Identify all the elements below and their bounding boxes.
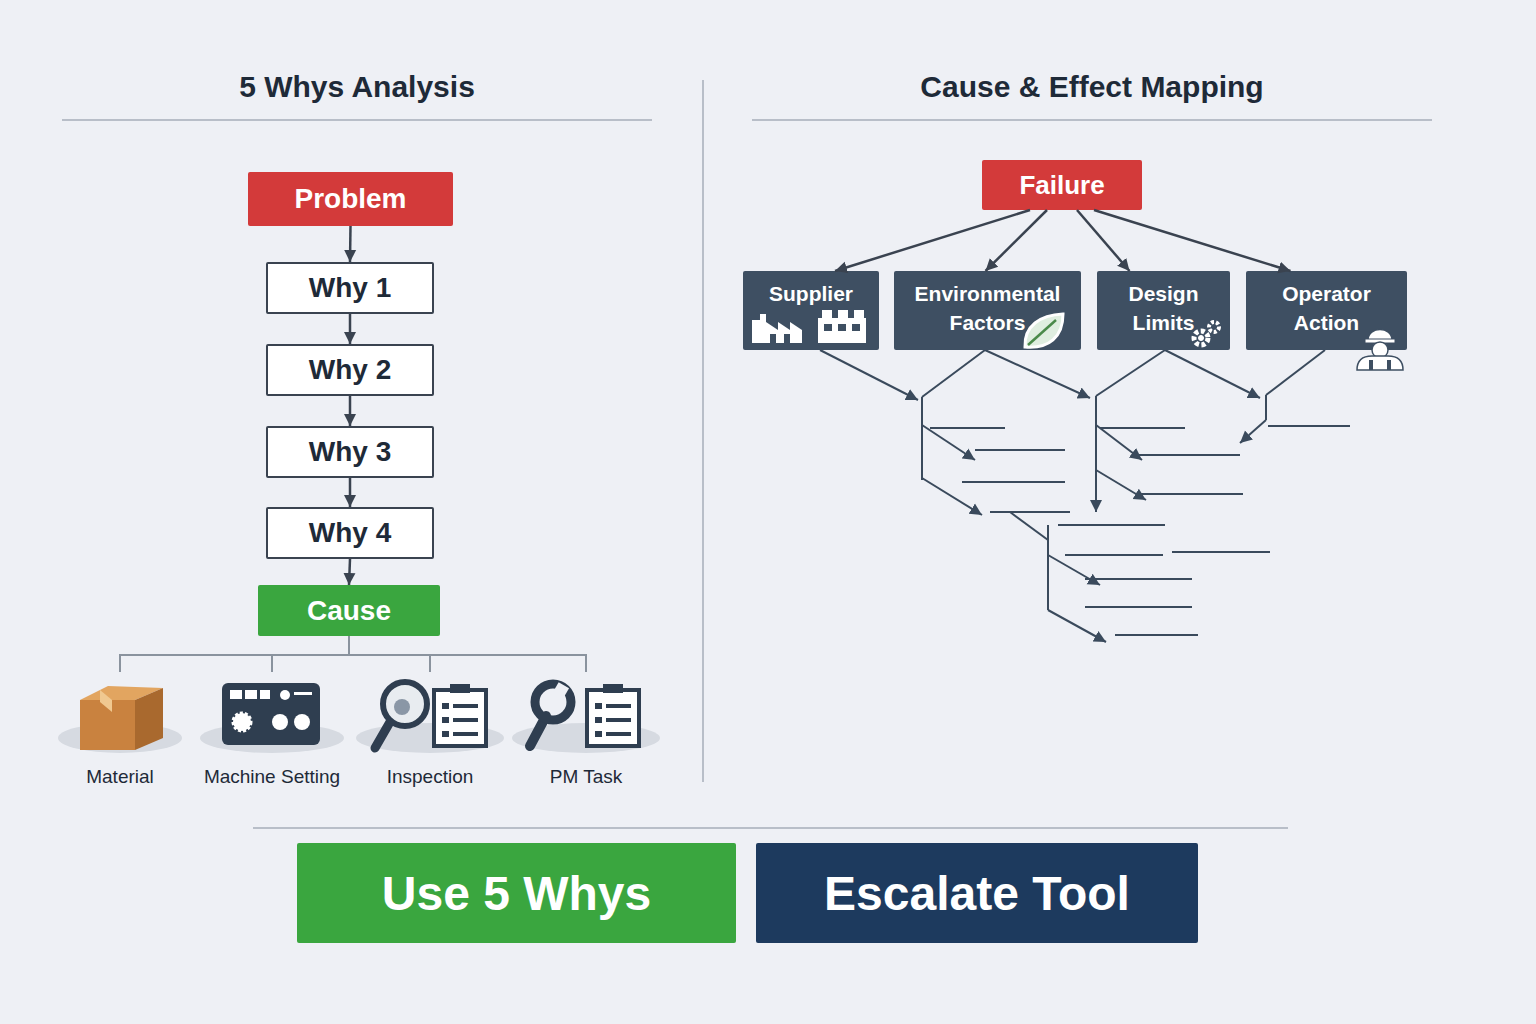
node-text: Machine Setting (204, 766, 340, 788)
box-icon (80, 686, 163, 750)
why-box: Why 1 (266, 262, 434, 314)
heading-rule (752, 119, 1432, 121)
category-box: Operator Action (1246, 271, 1407, 350)
category-box: Supplier (743, 271, 879, 350)
connector (349, 559, 350, 585)
cause-tree-lines (820, 350, 1350, 642)
connector (349, 314, 352, 344)
cause-category: Inspection (355, 672, 505, 792)
cause-box: Cause (258, 585, 440, 636)
problem-box: Problem (248, 172, 453, 226)
connector (1077, 210, 1130, 271)
heading-rule (62, 119, 652, 121)
text-group: Material (86, 766, 154, 788)
node-text: Environmental Factors (900, 279, 1075, 337)
node-text: Failure (1019, 170, 1104, 201)
factory-icon (752, 310, 866, 343)
text-group: PM Task (550, 766, 623, 788)
connector (349, 636, 430, 672)
leaf-icon (1025, 314, 1063, 347)
node-text: Supplier (769, 279, 853, 308)
node-text: Problem (294, 183, 406, 215)
node-text: Why 3 (309, 436, 391, 468)
cause-category: Material (60, 672, 180, 792)
section-heading: Cause & Effect Mapping (752, 70, 1432, 104)
section-heading: 5 Whys Analysis (62, 70, 652, 104)
worker-icon (1357, 330, 1403, 371)
bottom-rule (253, 827, 1288, 829)
action-button: Use 5 Whys (297, 843, 736, 943)
node-text: Inspection (387, 766, 474, 788)
text-group: Failure (1019, 170, 1104, 201)
why-box: Why 3 (266, 426, 434, 478)
why-box: Why 4 (266, 507, 434, 559)
text-group: Problem (294, 183, 406, 215)
machine-icon (222, 683, 320, 745)
pm-task-icon (530, 682, 639, 746)
gears-icon (1194, 322, 1219, 345)
cause-category: PM Task (512, 672, 660, 792)
connector (272, 636, 349, 672)
text-group: Why 2 (309, 354, 391, 386)
action-button: Escalate Tool (756, 843, 1198, 943)
text-group: Design Limits (1103, 279, 1224, 337)
inspection-icon (375, 682, 486, 748)
text-group: Cause (307, 595, 391, 627)
category-box: Environmental Factors (894, 271, 1081, 350)
category-box: Design Limits (1097, 271, 1230, 350)
why-box: Why 2 (266, 344, 434, 396)
node-text: Material (86, 766, 154, 788)
text-group: Why 4 (309, 517, 391, 549)
node-text: Cause (307, 595, 391, 627)
node-text: Operator Action (1252, 279, 1401, 337)
cause-category: Machine Setting (193, 672, 351, 792)
node-text: Use 5 Whys (382, 866, 651, 921)
text-group: Operator Action (1252, 279, 1401, 337)
connector (349, 396, 352, 426)
text-group: Escalate Tool (824, 866, 1130, 921)
node-text: PM Task (550, 766, 623, 788)
failure-box: Failure (982, 160, 1142, 210)
connector (349, 478, 352, 507)
rules (62, 80, 1432, 828)
node-text: Why 1 (309, 272, 391, 304)
connector (349, 226, 352, 262)
connector (1094, 210, 1291, 271)
connector (835, 210, 1030, 271)
node-text: Design Limits (1103, 279, 1224, 337)
connector (120, 636, 349, 672)
node-text: Why 2 (309, 354, 391, 386)
text-group: Machine Setting (204, 766, 340, 788)
text-group: Why 1 (309, 272, 391, 304)
connector (349, 636, 586, 672)
divider (702, 80, 704, 782)
text-group: Supplier (769, 279, 853, 308)
connector (986, 210, 1048, 271)
text-group: Use 5 Whys (382, 866, 651, 921)
node-text: Escalate Tool (824, 866, 1130, 921)
text-group: Why 3 (309, 436, 391, 468)
node-text: Why 4 (309, 517, 391, 549)
text-group: Inspection (387, 766, 474, 788)
text-group: Environmental Factors (900, 279, 1075, 337)
